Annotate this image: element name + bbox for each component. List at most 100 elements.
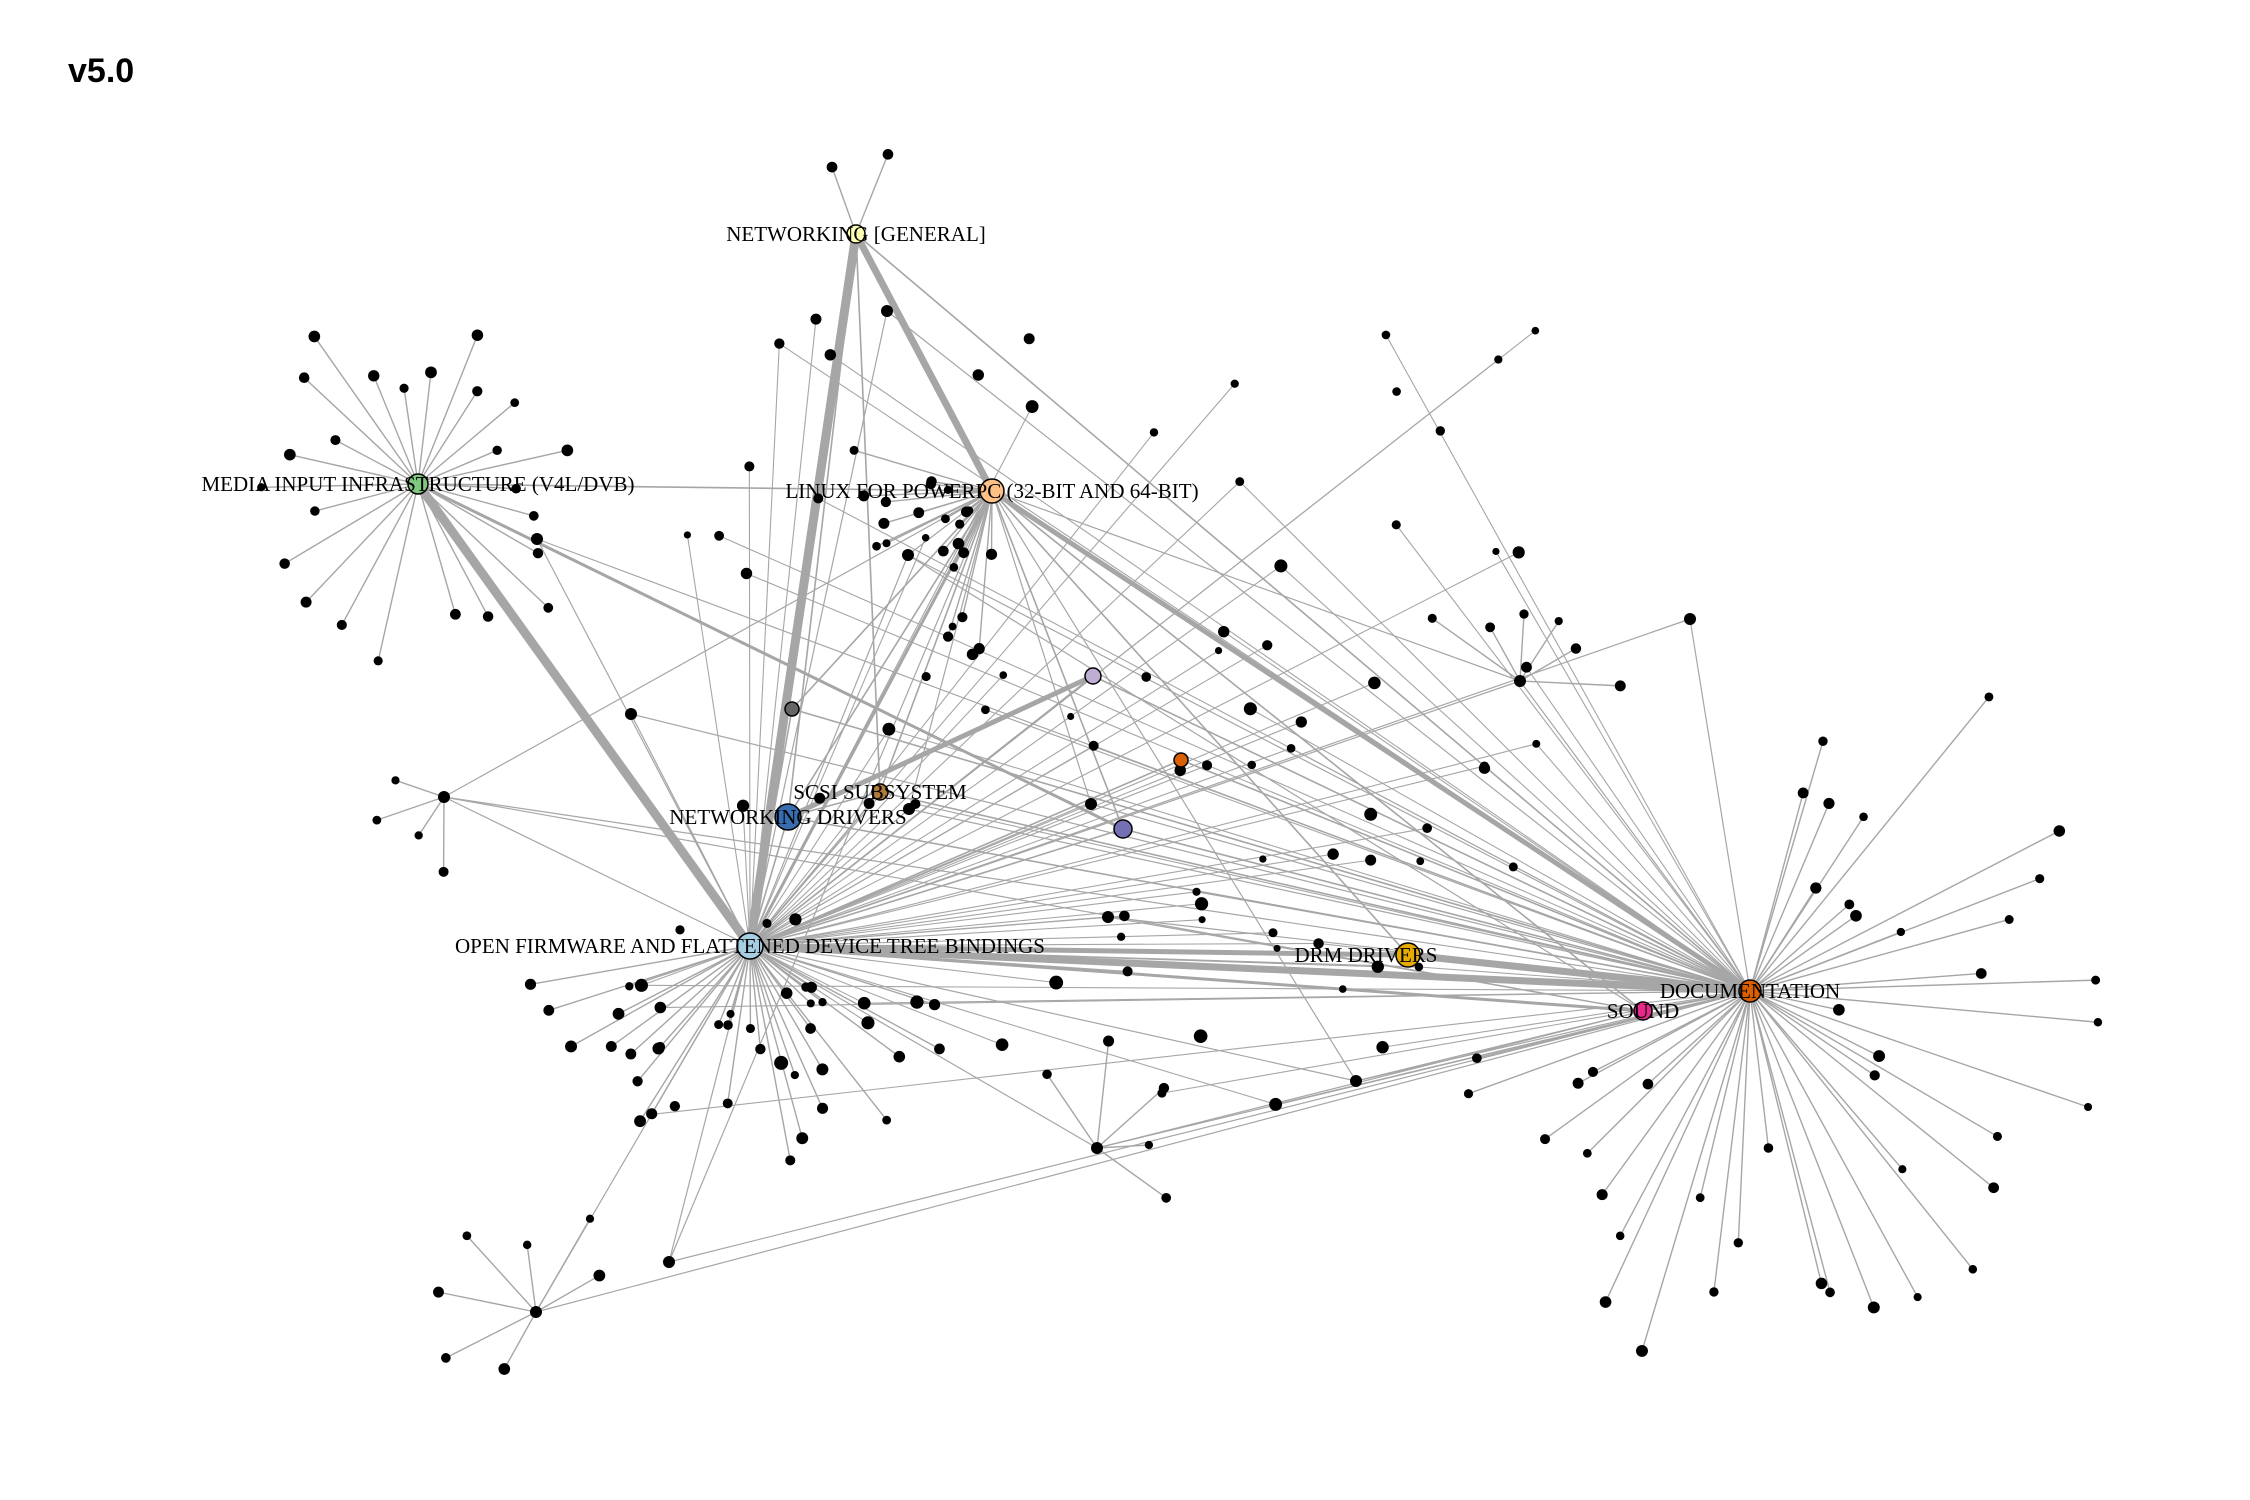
media-leaf-edge [417,483,517,490]
scatter-leaf-node [1365,854,1377,866]
scatter-edge [749,721,1302,947]
documentation-leaf-edge [1749,792,1804,992]
scatter-leaf-node [814,792,826,804]
scatter-leaf-node [1364,807,1378,821]
scatter-leaf-node [1392,387,1401,396]
secondary-node [1350,1075,1362,1087]
scatter-leaf-node [824,349,837,361]
left-cluster-leaf-edge [395,779,445,798]
scatter-leaf-node [921,672,931,682]
hub-node-scsi [871,783,889,801]
media-leaf-node [330,435,341,446]
open-firmware-leaf-edge [749,945,812,1004]
scatter-leaf-node [1198,916,1206,924]
open-firmware-leaf-edge [651,945,751,1115]
open-firmware-leaf-node [818,998,827,1007]
media-leaf-node [399,383,409,393]
scatter-edge [915,803,1751,992]
media-leaf-edge [313,336,419,485]
documentation-leaf-edge [1749,915,1857,992]
scatter-leaf-node [1416,857,1425,866]
right-cluster-leaf-node [1485,622,1496,633]
scatter-edge [1495,551,1751,992]
media-leaf-edge [417,483,539,554]
open-firmware-leaf-node [714,1020,724,1030]
scatter-leaf-node [882,722,896,736]
hub-edge [1092,675,1751,992]
open-firmware-leaf-node [816,1063,829,1076]
powerpc-leaf-node [941,514,950,524]
hub-label-media: MEDIA INPUT INFRASTRUCTURE (V4L/DVB) [201,472,634,496]
documentation-leaf-edge [1749,990,2099,1023]
scatter-leaf-node [1512,546,1525,559]
media-leaf-edge [417,483,534,517]
scatter-leaf-node [1049,975,1064,990]
scatter-edge [749,383,1236,947]
scatter-leaf-node [1268,928,1278,938]
documentation-leaf-node [1896,927,1906,937]
hub-edge [749,828,1124,947]
documentation-leaf-edge [1749,990,1880,1057]
scatter-edge [749,764,1208,947]
open-firmware-leaf-node [634,1115,646,1128]
open-firmware-leaf-edge [548,945,751,1011]
documentation-leaf-edge [1749,931,1902,992]
documentation-leaf-edge [1749,990,1840,1011]
right-cluster-leaf-edge [1431,617,1521,682]
scatter-edge [1382,990,1751,1048]
scatter-edge [749,551,1519,947]
open-firmware-leaf-node [928,999,941,1011]
documentation-leaf-edge [1749,990,2089,1108]
scatter-leaf-node [675,925,685,935]
heavy-hub-edge [852,232,996,493]
powerpc-leaf-edge [978,490,993,649]
scatter-leaf-node [1193,1029,1208,1044]
right-cluster-leaf-node [1519,609,1529,619]
powerpc-leaf-edge [863,490,993,497]
documentation-leaf-edge [1749,803,1830,992]
powerpc-leaf-node [942,631,954,642]
documentation-leaf-edge [1749,990,1998,1138]
open-firmware-leaf-node [934,1043,945,1055]
scatter-leaf-node [1414,962,1424,972]
media-leaf-edge [341,483,419,626]
scatter-edge [749,859,1371,947]
open-firmware-leaf-node [755,1043,766,1055]
media-leaf-node [425,366,437,379]
documentation-leaf-node [1823,797,1835,810]
scatter-leaf-node [774,1055,789,1070]
secondary-node [625,708,637,720]
media-leaf-node [336,619,347,631]
open-firmware-leaf-edge [749,945,824,1109]
documentation-leaf-edge [1749,990,1974,1270]
documentation-leaf-edge [1619,990,1751,1237]
scatter-leaf-node [861,1016,875,1030]
scatter-leaf-node [1286,743,1296,753]
documentation-leaf-edge [1749,990,1919,1298]
scatter-edge [749,682,1375,947]
scatter-leaf-node [1202,760,1213,771]
bottom-mid-leaf-node [1042,1069,1052,1080]
scatter-leaf-node [1259,855,1267,863]
scatter-edge [1239,481,1751,992]
secondary-edge [991,490,1092,805]
scatter-leaf-node [1025,400,1039,413]
media-leaf-node [308,330,321,343]
documentation-leaf-node [1988,1182,2000,1194]
scatter-edge [749,481,1241,947]
documentation-leaf-edge [1749,990,1770,1149]
scatter-leaf-node [1174,764,1186,777]
scatter-edge [749,891,1197,947]
scatter-edge [742,805,751,947]
secondary-edge [1355,1010,1644,1082]
scatter-leaf-node [863,798,875,809]
scatter-leaf-node [1269,1097,1283,1111]
scatter-leaf-node [1391,520,1401,530]
scatter-leaf-node [1508,862,1518,872]
documentation-leaf-node [1763,1143,1774,1153]
scatter-edge [1535,743,1751,992]
documentation-leaf-node [1572,1077,1584,1089]
scatter-leaf-node [1273,944,1281,952]
scatter-edge [749,942,1319,947]
powerpc-leaf-node [872,541,881,551]
